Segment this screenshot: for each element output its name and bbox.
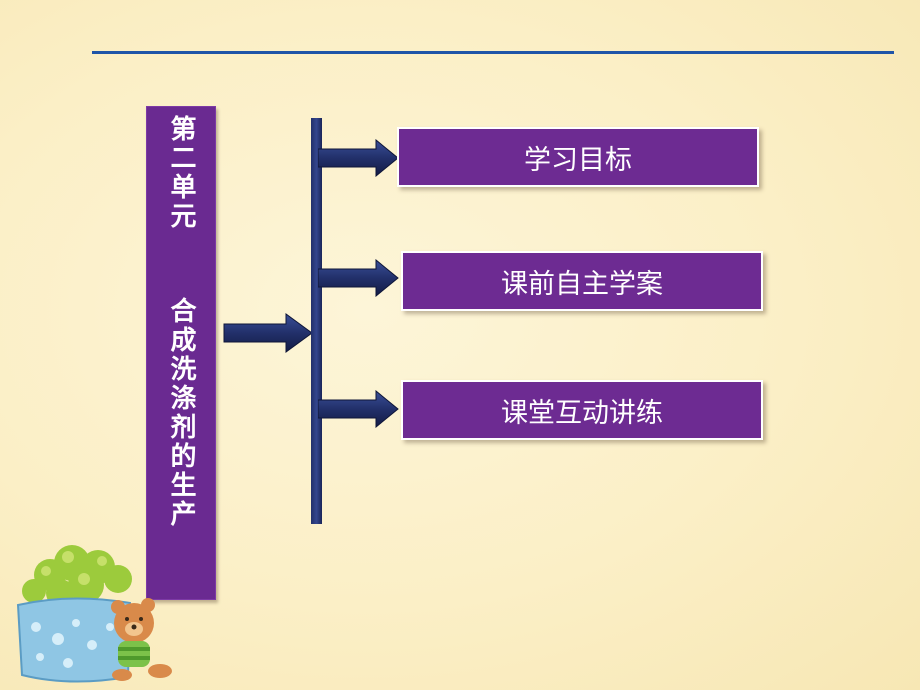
menu-item-preclass-study[interactable]: 课前自主学案 (401, 251, 763, 311)
connector-bar (311, 118, 322, 524)
header-rule (92, 51, 894, 54)
unit-title: 第二单元 合成洗涤剂的生产 (166, 115, 196, 529)
main-arrow-icon (223, 313, 313, 353)
menu-item-classroom-practice[interactable]: 课堂互动讲练 (401, 380, 763, 440)
branch-arrow-icon (318, 390, 399, 428)
branch-arrow-icon (318, 259, 399, 297)
unit-title-box: 第二单元 合成洗涤剂的生产 (146, 106, 216, 600)
menu-item-label: 学习目标 (524, 144, 632, 176)
menu-item-label: 课堂互动讲练 (501, 397, 663, 429)
flower-pot-bear-icon (16, 545, 172, 683)
branch-arrow-icon (318, 139, 399, 177)
menu-item-learning-goals[interactable]: 学习目标 (397, 127, 759, 187)
menu-item-label: 课前自主学案 (501, 268, 663, 300)
